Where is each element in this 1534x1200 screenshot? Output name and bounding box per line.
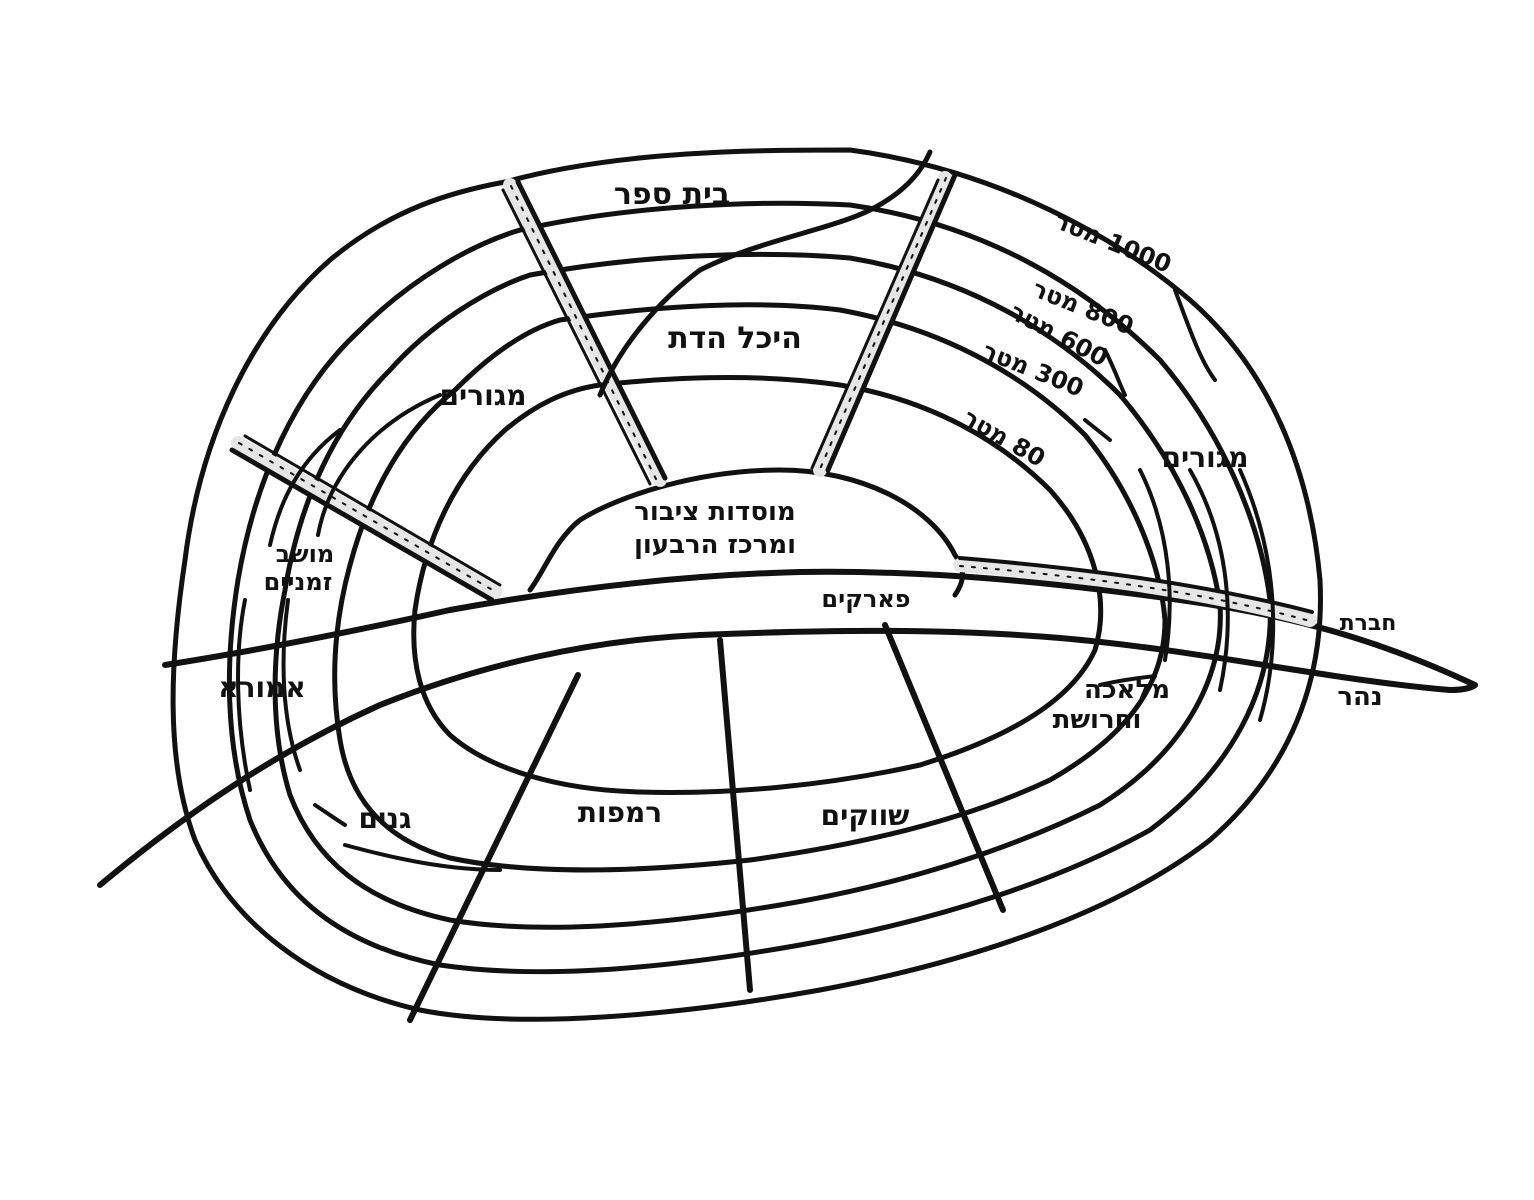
label-hekhal: היכל הדת [668,321,802,356]
label-industry-2: וחרושת [1053,705,1142,735]
label-ramot: רמפות [578,796,662,829]
label-center-1: מוסדות ציבור [634,497,796,527]
distance-80: 80 מטר [958,403,1050,472]
winding-road [597,149,933,398]
ring-3 [272,251,1223,930]
label-mgurim-right: מגורים [1162,441,1249,474]
railway-east [953,556,1317,627]
west-sector-lines [236,393,502,872]
road-south-east [882,622,1006,913]
road-south-west [407,672,581,1023]
label-amorim: אמורא [218,671,306,704]
label-industry-1: מלאכה [1084,675,1170,705]
railway-north [501,178,668,487]
label-center-2: ומרכז הרבעון [634,530,796,560]
ring-outer [170,147,1323,1022]
railway-west [229,434,502,603]
radial-roads [407,622,1006,1023]
label-port: חברת [1340,611,1397,636]
distance-leaders [1083,288,1217,442]
east-sector-lines [1098,468,1276,722]
river-south-bank [97,627,1478,888]
road-south [717,637,753,993]
label-moshav-2: זמניים [264,568,333,596]
label-library: בית ספר [614,177,730,212]
label-moshav-1: מושב [276,540,334,568]
label-mgurim-left: מגורים [440,379,527,412]
label-park: פארקים [821,585,910,613]
distance-1000: 1000 מטר [1051,207,1176,279]
zone-rings [170,147,1323,1022]
railways [229,171,1317,627]
railway-north-east [810,171,958,477]
civic-center-outline [527,467,965,598]
label-gardens: גנים [359,802,412,835]
ring-4 [332,302,1168,873]
label-nahar: נהר [1337,682,1382,712]
ring-2 [226,200,1273,975]
zone-labels: בית ספר היכל הדת מגורים מגורים מוסדות צי… [218,177,1396,835]
label-shaul: שווקים [821,799,910,832]
